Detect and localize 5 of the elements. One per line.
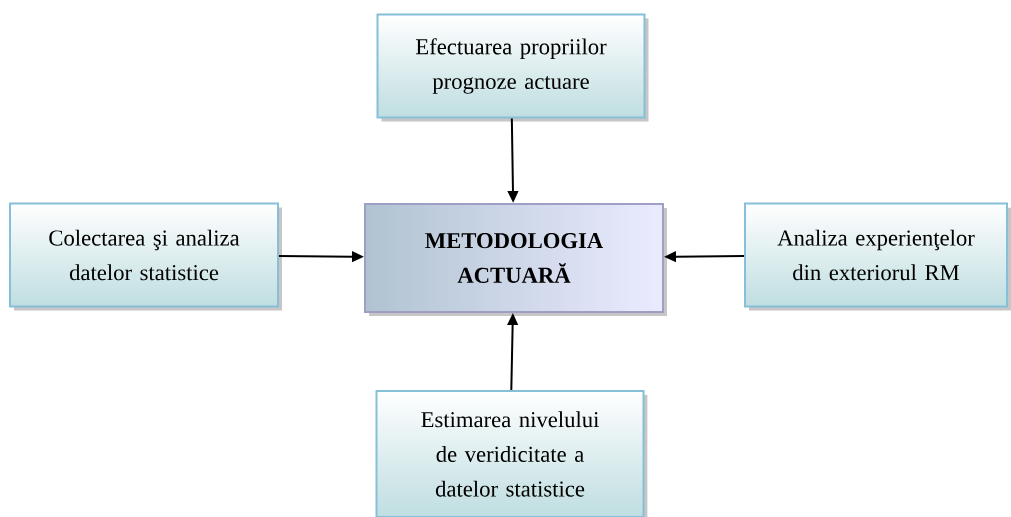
process-box: METODOLOGIA ACTUARĂ <box>364 203 667 316</box>
process-box: Analiza experienţelor din exteriorul RM <box>744 202 1011 311</box>
process-box: Colectarea şi analiza datelor statistice <box>9 202 282 311</box>
process-box: Estimarea nivelului de veridicitate a datelor statistice <box>375 390 648 517</box>
process-box: Efectuarea propriilor prognoze actuare <box>376 13 649 122</box>
